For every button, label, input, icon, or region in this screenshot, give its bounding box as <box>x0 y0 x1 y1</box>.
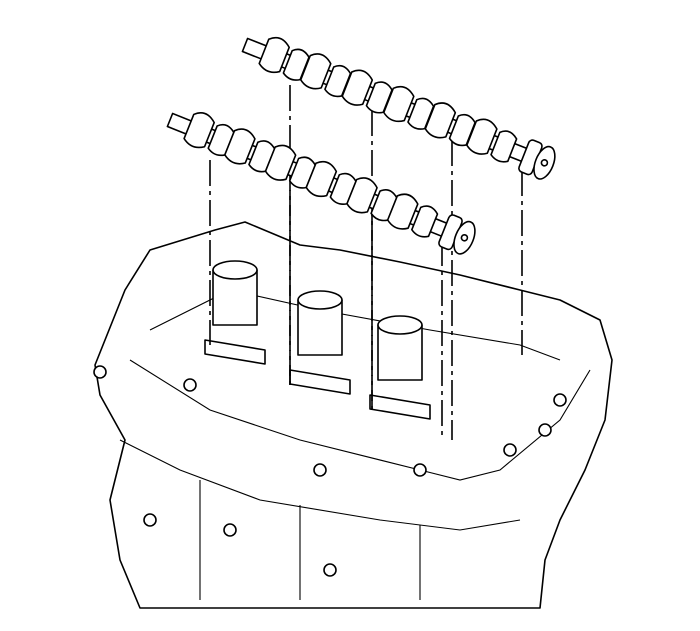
bolt-hole <box>143 513 157 527</box>
alignment-lines <box>209 85 523 440</box>
cam-lobe <box>183 112 215 149</box>
bolt-hole <box>538 423 552 437</box>
lower-camshaft <box>166 112 476 255</box>
lifter-top <box>212 260 258 280</box>
upper-camshaft <box>241 36 556 180</box>
bolt-holes <box>93 365 567 577</box>
cam-lobe <box>424 102 457 139</box>
bolt-hole <box>313 463 327 477</box>
cam-lobe <box>341 69 374 106</box>
cam-lobe <box>264 144 297 181</box>
lifter-top <box>297 290 343 310</box>
rocker-arm <box>204 339 266 365</box>
cam-lobe <box>299 53 332 90</box>
cylinder-head <box>93 221 613 609</box>
camshafts <box>166 36 556 255</box>
cam-lobe <box>346 177 378 214</box>
rocker-arm <box>369 394 431 420</box>
bolt-hole <box>93 365 107 379</box>
bolt-hole <box>223 523 237 537</box>
cam-lobe <box>224 128 256 165</box>
cam-lobe <box>490 130 518 163</box>
bolt-hole <box>183 378 197 392</box>
bolt-hole <box>503 443 517 457</box>
cam-lobe <box>258 36 291 74</box>
cam-lobe <box>466 118 498 155</box>
cam-lobe <box>386 193 419 230</box>
block-face <box>199 480 421 600</box>
lower-block <box>119 439 521 531</box>
camshaft-dowel-hole <box>540 159 549 167</box>
valve-lifters <box>204 260 431 420</box>
cam-lobe <box>383 85 415 123</box>
camshaft-dowel-hole <box>460 233 469 242</box>
bolt-hole <box>323 563 337 577</box>
lifter-body <box>377 324 423 381</box>
cam-lobe <box>411 205 439 238</box>
lifter-top <box>377 315 423 335</box>
bolt-hole <box>413 463 427 477</box>
cylinder-head-outline <box>94 221 613 609</box>
bolt-hole <box>553 393 567 407</box>
cam-lobe <box>305 160 338 198</box>
